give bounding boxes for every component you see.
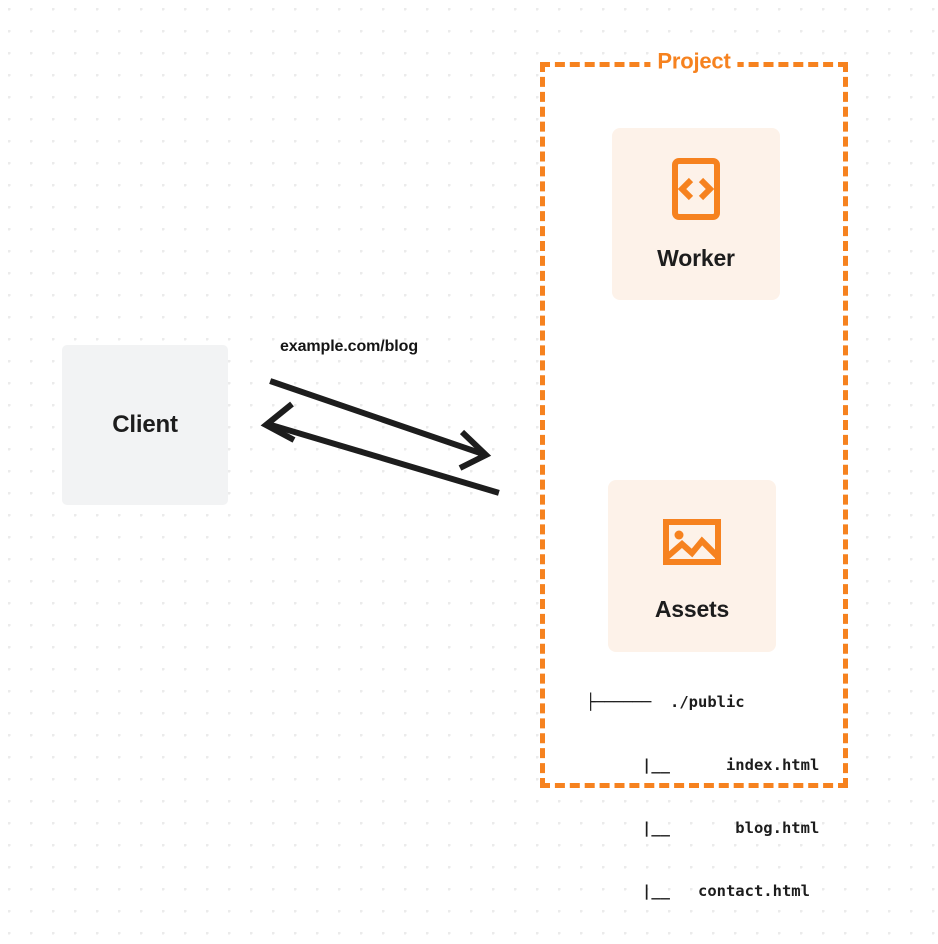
tree-row: |__ index.html (586, 756, 820, 774)
code-brackets-icon (672, 157, 720, 220)
worker-node[interactable]: Worker (612, 128, 780, 300)
image-picture-icon (663, 518, 721, 565)
tree-row: |__ contact.html (586, 882, 810, 900)
assets-label: Assets (654, 595, 730, 622)
asset-file-tree: ├────── ./public |__ index.html |__ blog… (586, 650, 819, 944)
response-arrow-icon (260, 401, 500, 496)
tree-row: |__ blog.html (586, 819, 820, 837)
worker-label: Worker (657, 244, 735, 271)
assets-node[interactable]: Assets (608, 480, 776, 652)
tree-row: ├────── ./public (586, 693, 745, 711)
connection-arrows (260, 378, 500, 496)
diagram-canvas: Client example.com/blog Project Worker (62, 48, 848, 900)
connection-url-label: example.com/blog (280, 338, 418, 355)
request-arrow-icon (269, 378, 492, 471)
client-label: Client (112, 411, 178, 438)
client-node[interactable]: Client (62, 345, 228, 505)
project-title: Project (650, 48, 738, 75)
